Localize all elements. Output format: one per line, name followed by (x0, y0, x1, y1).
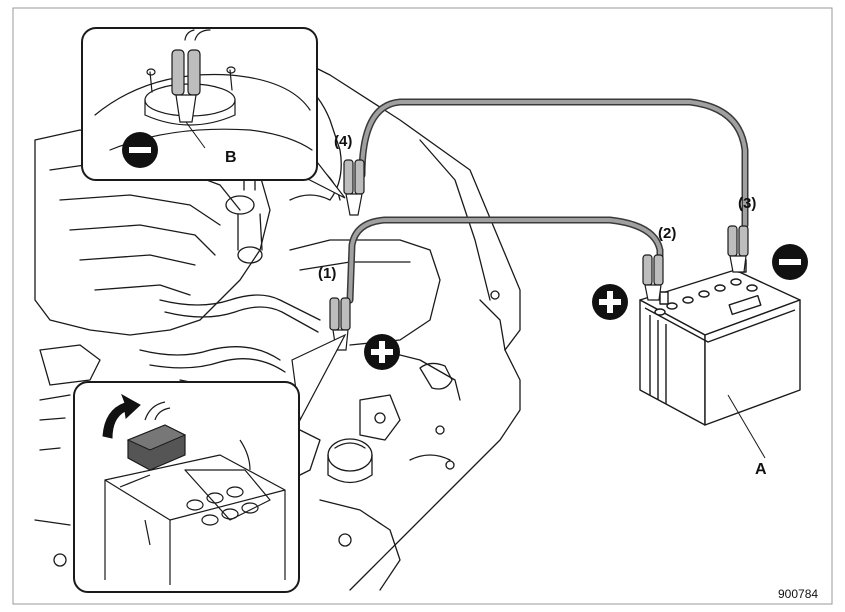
plus-icon-battery (592, 284, 628, 320)
label-step-1: (1) (318, 265, 336, 282)
figure-code: 900784 (778, 587, 818, 601)
figure-frame (12, 7, 833, 605)
curved-arrow-icon (102, 393, 141, 439)
plus-icon-vehicle (364, 334, 400, 370)
clamp-4 (343, 159, 365, 216)
inset-battery-cover (73, 333, 347, 593)
inset-ground-point (81, 27, 346, 199)
jumper-cables (346, 98, 749, 304)
label-step-4: (4) (334, 133, 352, 150)
clamp-2 (642, 254, 664, 301)
leader-line-a (727, 394, 766, 459)
clamp-3 (727, 225, 749, 273)
minus-icon-inset (122, 132, 158, 168)
label-step-2: (2) (658, 225, 676, 242)
label-step-3: (3) (738, 195, 756, 212)
label-battery-a: A (755, 461, 767, 478)
label-ground-b: B (225, 149, 237, 166)
booster-battery (639, 259, 801, 426)
minus-icon-battery (772, 244, 808, 280)
